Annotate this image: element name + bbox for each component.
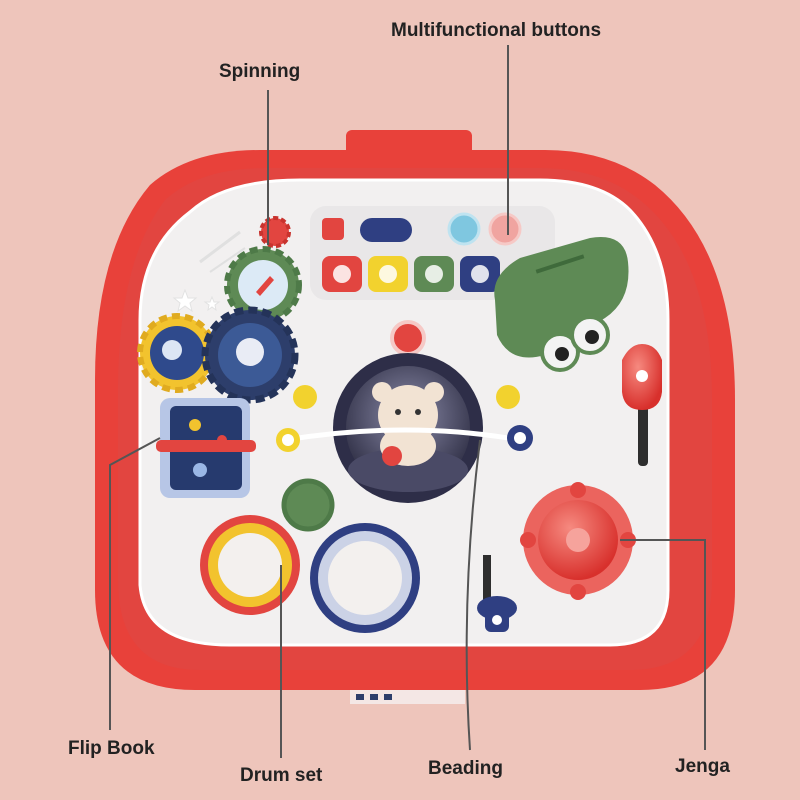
flip-book bbox=[156, 398, 256, 498]
callout-beading: Beading bbox=[428, 758, 503, 779]
callout-jenga: Jenga bbox=[675, 756, 730, 777]
callout-flip-book: Flip Book bbox=[68, 738, 155, 759]
callout-lines bbox=[109, 45, 706, 758]
callout-spinning: Spinning bbox=[219, 61, 301, 82]
crocodile-slider bbox=[494, 237, 629, 372]
callout-multifunctional-buttons: Multifunctional buttons bbox=[391, 20, 602, 41]
beading-wire bbox=[276, 425, 533, 466]
blue-bottle bbox=[477, 555, 517, 632]
rocket-lever bbox=[622, 344, 662, 466]
spinning-gears bbox=[137, 216, 302, 404]
stars-decor bbox=[172, 230, 246, 313]
drum-set bbox=[200, 478, 420, 633]
callout-drum-set: Drum set bbox=[240, 765, 323, 786]
multifunctional-buttons bbox=[310, 206, 555, 300]
